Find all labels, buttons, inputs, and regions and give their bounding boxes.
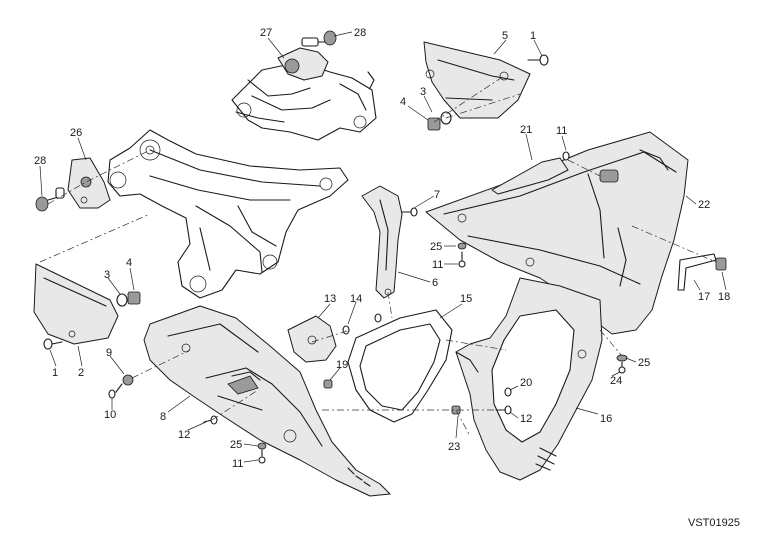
washer-screw-25-24: [616, 354, 628, 374]
callout-19: 19: [336, 359, 348, 371]
side-fairing-16: [455, 277, 603, 481]
callout-12: 12: [520, 413, 532, 425]
callout-12: 12: [178, 429, 190, 441]
callout-1: 1: [530, 30, 536, 42]
upper-fairing-22: [425, 131, 689, 335]
washer-screw-25-11-bottom: [257, 442, 267, 464]
callout-4: 4: [400, 96, 406, 108]
bracket-26: [67, 157, 111, 209]
mount-13: [287, 315, 337, 363]
inner-panel-21: [491, 157, 569, 195]
callout-11: 11: [556, 125, 567, 137]
callout-25: 25: [230, 439, 242, 451]
screw-20: [504, 387, 512, 397]
callout-22: 22: [698, 199, 710, 211]
callout-11: 11: [432, 259, 443, 271]
callout-2: 2: [78, 367, 84, 379]
callout-5: 5: [502, 30, 508, 42]
left-cover-2: [33, 263, 119, 345]
grommet-18: [715, 257, 727, 271]
lower-fairing-8: [143, 305, 391, 497]
frame-insert-15: [347, 309, 453, 423]
callout-26: 26: [70, 127, 82, 139]
callout-15: 15: [460, 293, 472, 305]
clip-19: [323, 379, 333, 389]
bushing-washer-3-4-top: [427, 111, 452, 131]
callout-27: 27: [260, 27, 272, 39]
callout-4: 4: [126, 257, 132, 269]
upper-rear-frame: [231, 61, 377, 141]
washer-bolt-28-top: [301, 30, 337, 47]
callout-3: 3: [104, 269, 110, 281]
callout-25: 25: [430, 241, 442, 253]
screw-7: [401, 207, 418, 217]
callout-13: 13: [324, 293, 336, 305]
callout-18: 18: [718, 291, 730, 303]
main-frame: [107, 129, 349, 299]
screw-9-10: [108, 374, 134, 399]
callout-8: 8: [160, 411, 166, 423]
callout-23: 23: [448, 441, 460, 453]
stay-6: [361, 185, 403, 299]
callout-labels: 27 28 5 1 26 28 3 4 21 11 22 7 25 11 6 3…: [34, 27, 730, 470]
leader-lines: [39, 31, 727, 463]
screw-12-left: [203, 415, 218, 425]
bolt-28-left: [35, 187, 65, 212]
callout-1: 1: [52, 367, 58, 379]
washer-screw-25-11-mid: [457, 242, 467, 268]
callout-16: 16: [600, 413, 612, 425]
callout-6: 6: [432, 277, 438, 289]
assembly-axis-lines: [39, 75, 717, 437]
screw-11-upper: [562, 151, 570, 161]
callout-7: 7: [434, 189, 440, 201]
bushing-washer-3-4-left: [116, 291, 141, 307]
callout-25: 25: [638, 357, 650, 369]
callout-11: 11: [232, 458, 243, 470]
callout-20: 20: [520, 377, 532, 389]
callout-3: 3: [420, 86, 426, 98]
callout-21: 21: [520, 124, 532, 136]
screw-1-top: [527, 54, 549, 66]
screw-1-left: [43, 338, 63, 350]
callout-28: 28: [34, 155, 46, 167]
callout-9: 9: [106, 347, 112, 359]
bracket-17: [677, 253, 717, 291]
rubber-bracket-27: [277, 47, 329, 81]
callout-28: 28: [354, 27, 366, 39]
drawing-code: VST01925: [688, 517, 740, 529]
upper-fairing-bracket-5: [423, 41, 531, 119]
callout-17: 17: [698, 291, 710, 303]
callout-24: 24: [610, 375, 622, 387]
callout-10: 10: [104, 409, 116, 421]
callout-14: 14: [350, 293, 362, 305]
